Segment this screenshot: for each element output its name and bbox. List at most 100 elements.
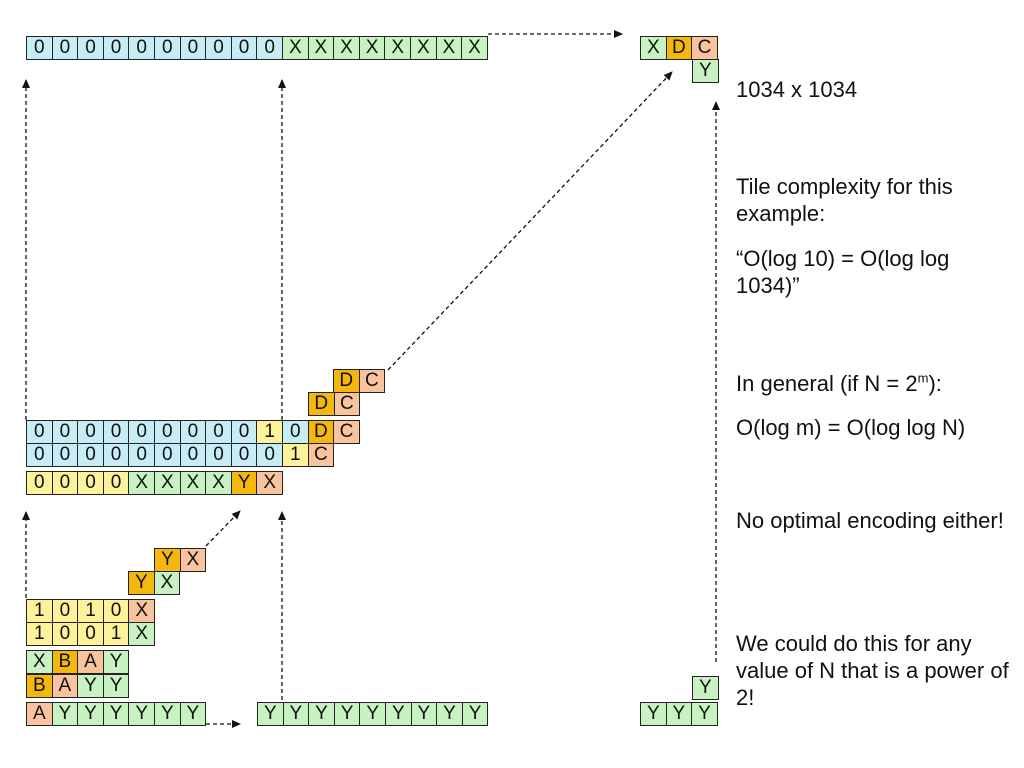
- tile-cell: Y: [640, 702, 667, 726]
- tile-cell: Y: [665, 702, 693, 726]
- tile-cell: 1: [102, 622, 130, 646]
- note-general-exponent: m: [917, 370, 929, 386]
- tile-cell: 0: [77, 420, 104, 444]
- tile-cell: 0: [256, 36, 283, 60]
- tile-cell: A: [51, 674, 79, 698]
- tile-cell: 0: [51, 599, 79, 623]
- tile-cell: 0: [128, 420, 155, 444]
- tile-cell: X: [640, 36, 667, 60]
- tile-cell: 0: [26, 36, 53, 60]
- note-any-value: We could do this for any value of N that…: [736, 631, 1009, 710]
- tile-cell: D: [333, 369, 360, 393]
- tile-cell: X: [153, 571, 181, 595]
- tile-cell: 0: [102, 443, 130, 467]
- tile-cell: Y: [154, 548, 181, 572]
- tile-cell: 0: [51, 622, 79, 646]
- tile-cell: 0: [51, 471, 79, 495]
- tile-cell: Y: [436, 702, 463, 726]
- tile-cell: 1: [26, 622, 53, 646]
- tile-cell: Y: [128, 702, 155, 726]
- tile-cell: Y: [77, 702, 104, 726]
- tile-cell: X: [435, 36, 463, 60]
- tile-cell: 0: [102, 599, 130, 623]
- tile-cell: Y: [154, 702, 181, 726]
- tile-cell: X: [205, 471, 232, 495]
- tile-cell: Y: [692, 676, 719, 700]
- tile-cell: 0: [154, 36, 181, 60]
- tile-cell: 0: [179, 420, 207, 444]
- tile-cell: X: [128, 471, 155, 495]
- tile-cell: Y: [410, 702, 438, 726]
- tile-cell: X: [26, 650, 53, 674]
- tile-cell: 1: [77, 599, 104, 623]
- note-complexity-formula: “O(log 10) = O(log log 1034)”: [736, 246, 950, 298]
- note-general-formula: O(log m) = O(log log N): [736, 415, 966, 440]
- tile-cell: Y: [102, 650, 130, 674]
- tile-cell: X: [128, 599, 155, 623]
- tile-cell: X: [128, 622, 155, 646]
- tile-cell: B: [51, 650, 79, 674]
- tile-cell: X: [179, 548, 207, 572]
- tile-cell: Y: [461, 702, 489, 726]
- tile-cell: X: [461, 36, 488, 60]
- tile-cell: X: [384, 36, 411, 60]
- tile-cell: 1: [26, 599, 53, 623]
- tile-cell: D: [308, 392, 335, 416]
- tile-cell: Y: [308, 702, 335, 726]
- tile-cell: 0: [230, 443, 258, 467]
- tile-cell: D: [307, 420, 335, 444]
- tile-cell: C: [333, 392, 361, 416]
- tile-cell: Y: [282, 702, 310, 726]
- arrow-yx-diagonal: [205, 510, 241, 547]
- note-general-suffix: ):: [928, 371, 942, 396]
- tile-cell: X: [358, 36, 386, 60]
- tile-cell: X: [333, 36, 360, 60]
- tile-cell: 0: [51, 420, 79, 444]
- arrow-dc-diagonal: [387, 71, 673, 371]
- tile-cell: D: [665, 36, 693, 60]
- tile-cell: B: [26, 674, 53, 698]
- tile-cell: Y: [692, 59, 719, 83]
- tile-cell: 0: [26, 420, 53, 444]
- tile-cell: 0: [282, 420, 309, 444]
- tile-cell: 0: [205, 443, 232, 467]
- tile-cell: X: [282, 36, 309, 60]
- note-size: 1034 x 1034: [736, 77, 858, 102]
- tile-cell: 0: [256, 443, 283, 467]
- tile-cell: Y: [128, 571, 155, 595]
- note-no-optimal: No optimal encoding either!: [736, 508, 1004, 533]
- tile-cell: Y: [691, 702, 718, 726]
- tile-cell: A: [26, 702, 53, 726]
- tile-cell: C: [333, 420, 360, 444]
- tile-cell: 0: [205, 36, 232, 60]
- tile-cell: 0: [154, 420, 181, 444]
- tile-cell: 0: [77, 443, 104, 467]
- tile-cell: X: [179, 471, 207, 495]
- note-general: In general (if N = 2m):: [736, 370, 1016, 397]
- tile-cell: 0: [77, 36, 104, 60]
- tile-cell: 0: [77, 622, 104, 646]
- tile-cell: X: [410, 36, 437, 60]
- tile-cell: Y: [257, 702, 284, 726]
- note-complexity-heading: Tile complexity for this example:: [736, 174, 953, 226]
- tile-cell: 0: [128, 443, 155, 467]
- tile-cell: X: [256, 471, 283, 495]
- tile-cell: 0: [102, 471, 130, 495]
- tile-cell: 0: [26, 443, 53, 467]
- tile-cell: 1: [256, 420, 283, 444]
- tile-cell: X: [307, 36, 335, 60]
- tile-cell: Y: [179, 702, 207, 726]
- tile-cell: Y: [77, 674, 104, 698]
- tile-cell: Y: [385, 702, 412, 726]
- tile-cell: Y: [359, 702, 386, 726]
- tile-cell: 1: [282, 443, 309, 467]
- tile-cell: 0: [128, 36, 155, 60]
- tile-cell: A: [77, 650, 104, 674]
- tile-cell: 0: [205, 420, 232, 444]
- tile-cell: 0: [26, 471, 53, 495]
- tile-cell: 0: [179, 443, 207, 467]
- tile-cell: C: [307, 443, 335, 467]
- tile-cell: 0: [154, 443, 181, 467]
